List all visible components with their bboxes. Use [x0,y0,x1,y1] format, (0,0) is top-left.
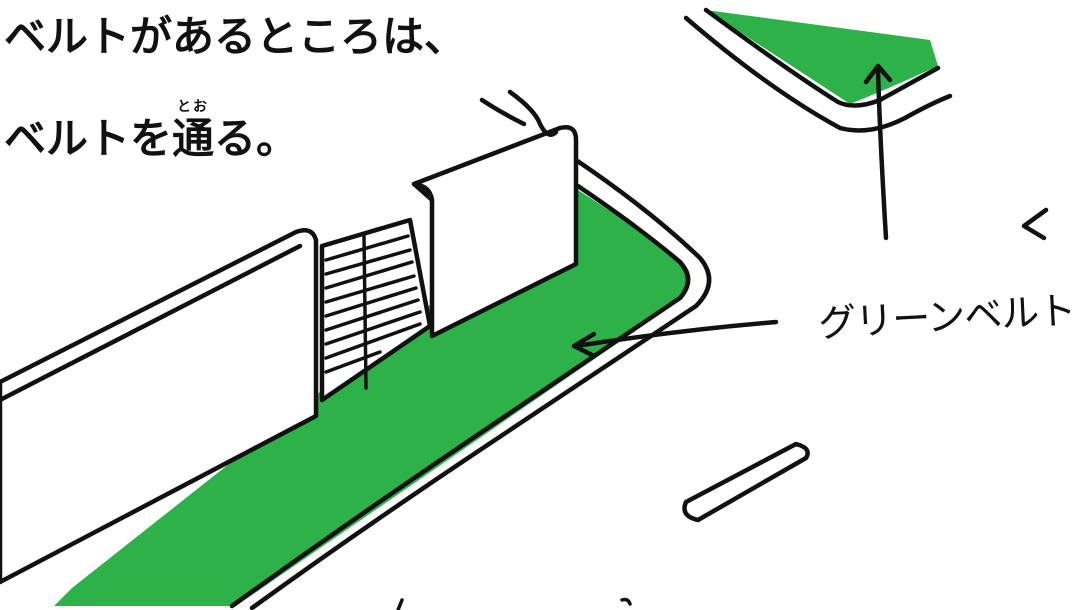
kanji-with-furigana: とお通 [172,100,214,160]
heading-line-2: ベルトをとお通る。 [4,100,298,160]
arrow-shaft-left [573,319,779,349]
lane-marking [682,441,810,523]
far-side-curb-inner [703,7,941,108]
gate-pillar [411,125,579,339]
near-side-curb-outer [249,157,712,610]
heading-line-1: ベルトがあるところは、 [4,12,467,61]
arrow-shaft-up [875,67,889,241]
arrow-head-up [863,63,893,85]
left-wall-top-edge [0,243,303,403]
bottom-mark-left [396,598,404,610]
back-wall-edge [479,97,527,127]
lane-marking-small [1021,207,1049,241]
heading-line-2-prefix: ベルトを [4,114,173,163]
gate-slats [324,234,422,390]
left-wall [0,228,319,585]
near-side-curb-inner [229,183,691,609]
back-wall-corner [507,89,559,137]
kanji: 通 [172,114,215,163]
gate-pillar-edge [411,181,435,203]
far-side-curb-outer [683,15,953,133]
arrow-head-left [571,331,597,359]
furigana: とお [177,99,210,115]
bottom-mark-right [620,597,632,606]
near-side-green-belt [54,188,691,606]
heading-line-2-suffix: る。 [214,114,299,163]
